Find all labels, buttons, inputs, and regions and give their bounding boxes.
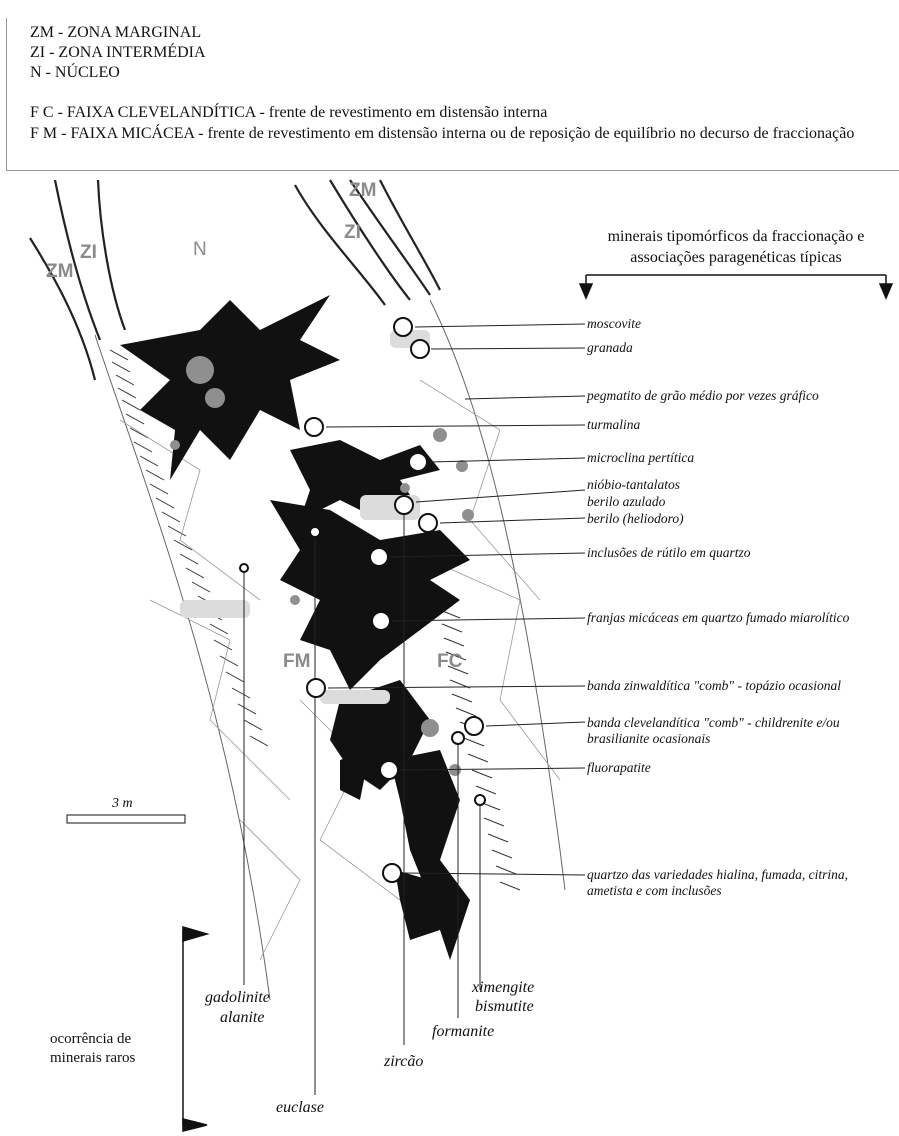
mineral-label: berilo azulado: [587, 494, 665, 510]
mineral-label: quartzo das variedades hialina, fumada, …: [587, 867, 887, 899]
mineral-list-header: minerais tipomórficos da fraccionação e …: [586, 226, 886, 268]
mineral-label: fluorapatite: [587, 760, 651, 776]
mineral-label: banda zinwaldítica "comb" - topázio ocas…: [587, 678, 841, 694]
zone-label-zm-right: ZM: [349, 180, 376, 202]
rare-mineral-bismutite: bismutite: [475, 997, 534, 1017]
quartz-core-masses: [120, 295, 470, 960]
rare-mineral-euclase: euclase: [276, 1098, 324, 1118]
mineral-label: microclina pertítica: [587, 450, 694, 466]
header-bracket: [580, 275, 892, 298]
rare-minerals-bracket: [183, 927, 207, 1131]
zone-label-zi-left: ZI: [80, 242, 97, 264]
mineral-label: inclusões de rútilo em quartzo: [587, 545, 751, 561]
mineral-label: franjas micáceas em quartzo fumado miaro…: [587, 610, 849, 626]
mineral-label: pegmatito de grão médio por vezes gráfic…: [587, 388, 819, 404]
mineral-label: turmalina: [587, 417, 640, 433]
zone-label-zm-left: ZM: [46, 261, 73, 283]
mineral-label: nióbio-tantalatos: [587, 477, 680, 493]
zone-label-n: N: [193, 239, 207, 261]
zone-label-fc: FC: [437, 651, 462, 673]
mineral-label: moscovite: [587, 316, 641, 332]
zone-label-fm: FM: [283, 651, 310, 673]
rare-mineral-formanite: formanite: [432, 1022, 494, 1042]
mineral-label: berilo (heliodoro): [587, 511, 684, 527]
rare-mineral-alanite: alanite: [220, 1008, 264, 1028]
mineral-label: banda clevelandítica "comb" - childrenit…: [587, 715, 877, 747]
rare-minerals-caption: ocorrência de minerais raros: [50, 1030, 180, 1068]
rare-mineral-gadolinite: gadolinite: [205, 988, 270, 1008]
mineral-label: granada: [587, 340, 633, 356]
scale-bar: [67, 815, 185, 823]
scale-label: 3 m: [112, 796, 133, 812]
rare-mineral-zircao: zircão: [384, 1052, 423, 1072]
rare-mineral-ximengite: ximengite: [472, 978, 534, 998]
zone-label-zi-right: ZI: [344, 222, 361, 244]
